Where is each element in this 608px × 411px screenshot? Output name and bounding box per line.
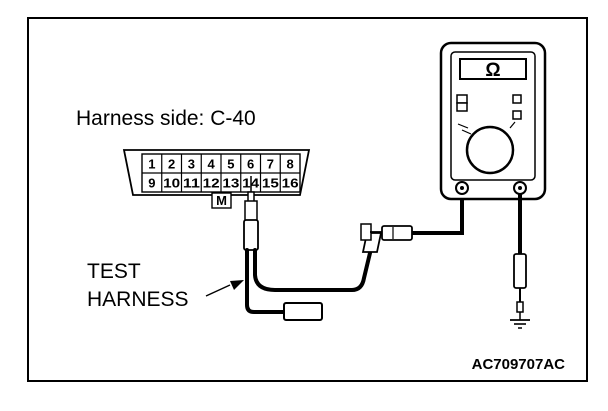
- test-harness-arrow: [205, 280, 244, 297]
- connector-pin-grid: [141, 153, 301, 193]
- pin-label: 15: [262, 176, 279, 191]
- test-probe: [243, 176, 259, 251]
- ohmmeter: [439, 41, 547, 201]
- pin-label: 9: [148, 176, 155, 191]
- pin-label: 2: [168, 157, 175, 172]
- test-harness-label-line1: TEST: [87, 260, 141, 283]
- pin-label: 8: [286, 157, 293, 172]
- meter-lead-negative: [513, 194, 527, 313]
- figure-frame: [27, 17, 588, 382]
- ohm-symbol: Ω: [485, 60, 500, 81]
- pin-label: 16: [282, 176, 299, 191]
- harness-side-label: Harness side: C-40: [76, 107, 256, 130]
- alligator-clip: [360, 223, 413, 253]
- figure-code: AC709707AC: [472, 356, 566, 373]
- pin-label: 7: [267, 157, 274, 172]
- pin-label: 11: [183, 176, 200, 191]
- test-harness-label-line2: HARNESS: [87, 288, 189, 311]
- ground-symbol: [510, 312, 530, 329]
- pin-label: 4: [207, 157, 215, 172]
- open-lead-connector: [283, 302, 323, 321]
- pin-label: 10: [163, 176, 180, 191]
- pin-label: 12: [203, 176, 220, 191]
- connector-m-mark: [211, 192, 232, 209]
- pin-label: 6: [247, 157, 254, 172]
- pin-label: 13: [222, 176, 239, 191]
- pin-label: 3: [188, 157, 195, 172]
- connector-m-label: M: [216, 193, 227, 208]
- pin-label: 1: [148, 157, 155, 172]
- test-harness-wires: [245, 248, 372, 314]
- pin-label: 5: [227, 157, 234, 172]
- meter-lead-positive: [412, 190, 464, 235]
